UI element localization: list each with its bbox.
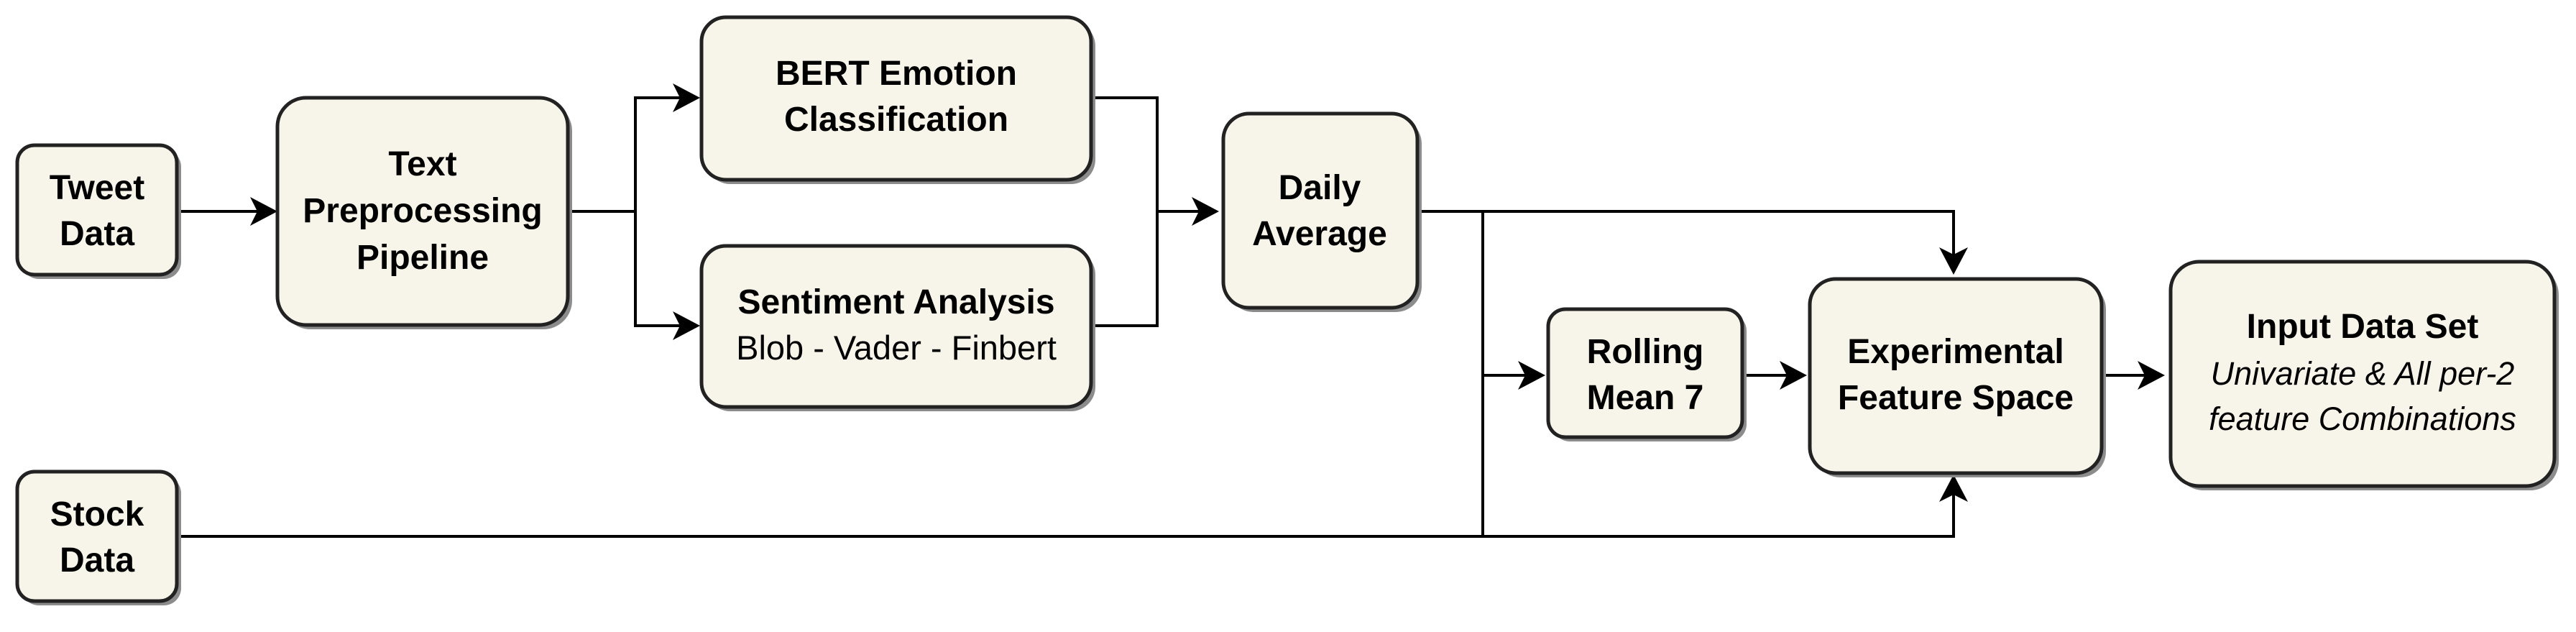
bert-line1: BERT Emotion: [776, 55, 1017, 93]
edges: [180, 83, 2165, 538]
arrowhead-icon: [250, 197, 277, 226]
tweet-data-line2: Data: [60, 215, 134, 253]
feature-space-line2: Feature Space: [1838, 379, 2074, 417]
stock-data-line2: Data: [60, 541, 134, 580]
daily-average-line1: Daily: [1279, 169, 1361, 207]
node-sentiment-analysis: Sentiment Analysis Blob - Vader - Finber…: [699, 244, 1095, 411]
edge-preprocessing-to-sentiment: [634, 211, 697, 327]
tweet-data-line1: Tweet: [50, 169, 144, 207]
arrowhead-icon: [673, 83, 700, 112]
input-data-set-line2: Univariate & All per-2: [2211, 355, 2515, 392]
arrowhead-icon: [1780, 361, 1807, 390]
edge-preprocessing-to-bert: [634, 96, 697, 211]
arrowhead-icon: [1518, 361, 1545, 390]
edge-bert-to-merge: [1090, 96, 1159, 211]
rolling-mean-line1: Rolling: [1587, 333, 1704, 371]
arrowhead-icon: [1939, 247, 1968, 275]
preprocessing-line1: Text: [388, 145, 456, 183]
edge-daily-average-to-feature-space: [1416, 210, 1955, 272]
arrowhead-icon: [1192, 197, 1219, 226]
preprocessing-line2: Preprocessing: [303, 192, 542, 230]
arrowhead-icon: [673, 311, 700, 340]
input-data-set-title: Input Data Set: [2247, 308, 2479, 346]
feature-space-line1: Experimental: [1847, 333, 2064, 371]
input-data-set-line3: feature Combinations: [2209, 400, 2516, 437]
node-tweet-data: Tweet Data: [15, 143, 181, 279]
node-rolling-mean: Rolling Mean 7: [1546, 307, 1747, 441]
arrowhead-icon: [1939, 475, 1968, 502]
sentiment-subtitle: Blob - Vader - Finbert: [736, 329, 1057, 367]
rolling-mean-line2: Mean 7: [1587, 379, 1704, 417]
node-daily-average: Daily Average: [1221, 111, 1422, 312]
daily-average-line2: Average: [1252, 215, 1387, 253]
sentiment-title: Sentiment Analysis: [737, 283, 1054, 321]
node-experimental-feature-space: Experimental Feature Space: [1808, 277, 2106, 477]
stock-data-line1: Stock: [50, 495, 144, 533]
bert-line2: Classification: [784, 101, 1008, 139]
edge-sentiment-to-merge: [1090, 211, 1159, 327]
node-input-data-set: Input Data Set Univariate & All per-2 fe…: [2168, 260, 2559, 490]
node-bert-emotion: BERT Emotion Classification: [699, 15, 1095, 184]
node-text-preprocessing: Text Preprocessing Pipeline: [275, 96, 572, 329]
preprocessing-line3: Pipeline: [356, 239, 489, 277]
node-stock-data: Stock Data: [15, 470, 181, 605]
arrowhead-icon: [2138, 361, 2165, 390]
edge-stock-to-feature-space: [180, 477, 1955, 538]
